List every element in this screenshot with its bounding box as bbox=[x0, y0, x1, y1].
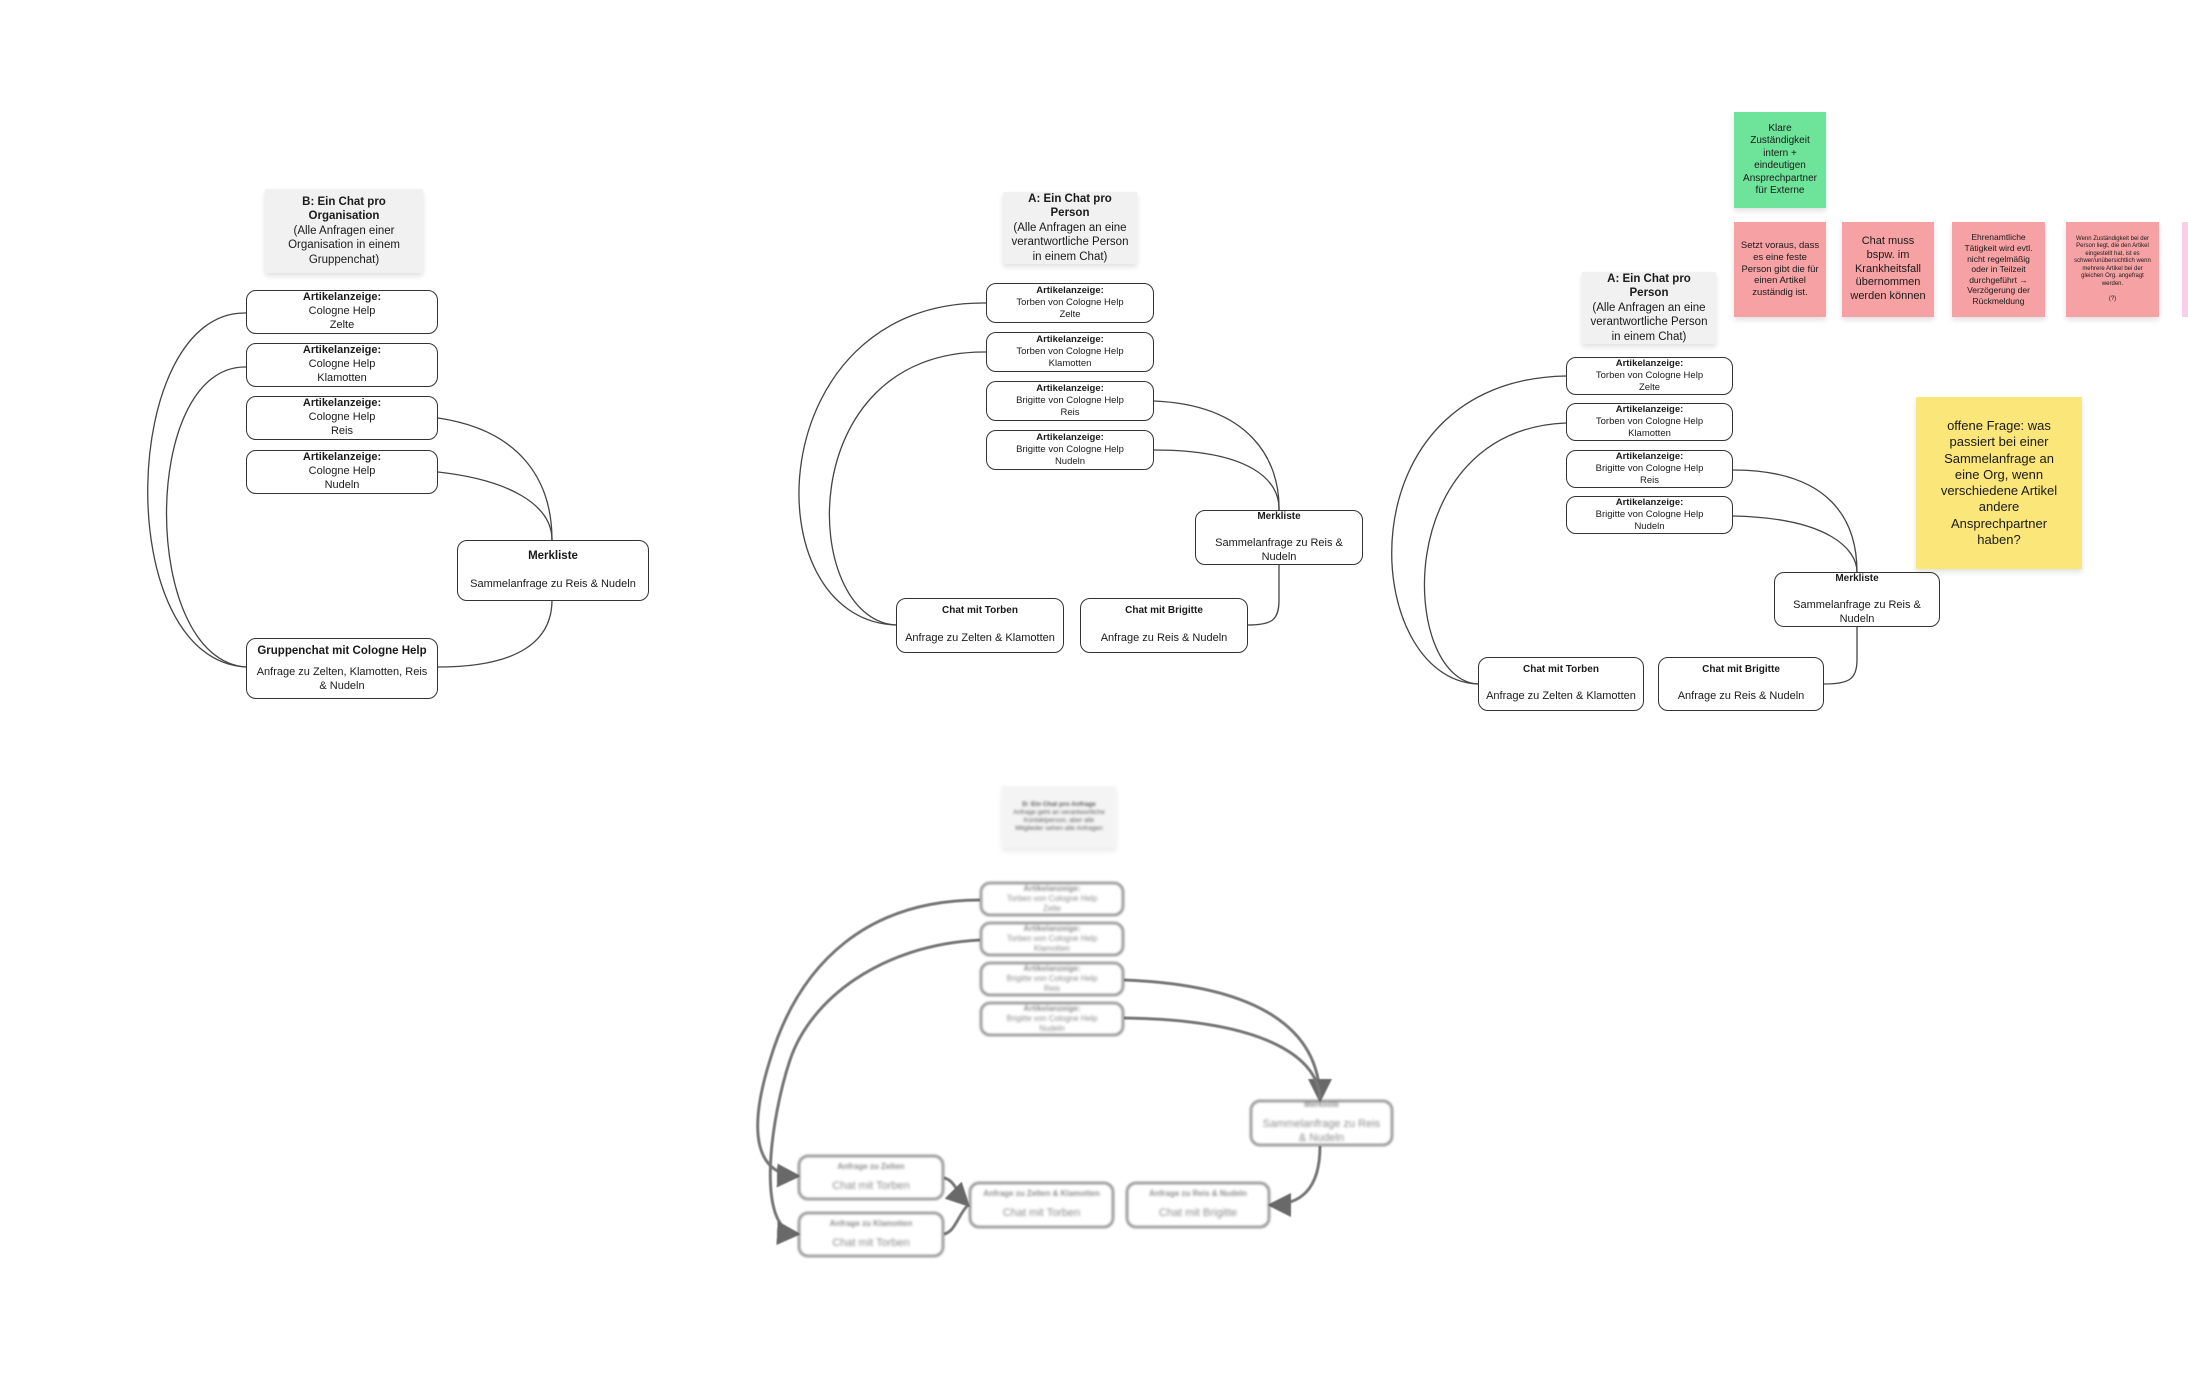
anfrage-reis-nudeln-card-d[interactable]: Anfrage zu Reis & Nudeln Chat mit Brigit… bbox=[1126, 1182, 1270, 1228]
connector bbox=[1153, 449, 1280, 511]
group-chat-card-b[interactable]: Gruppenchat mit Cologne Help Anfrage zu … bbox=[246, 638, 438, 699]
article-card-d-klamotten[interactable]: Artikelanzeige: Torben von Cologne Help … bbox=[980, 922, 1124, 956]
chat-torben-card-a1[interactable]: Chat mit Torben Anfrage zu Zelten & Klam… bbox=[896, 598, 1064, 653]
article-card-a2-reis[interactable]: Artikelanzeige: Brigitte von Cologne Hel… bbox=[1566, 450, 1733, 488]
article-card-d-reis[interactable]: Artikelanzeige: Brigitte von Cologne Hel… bbox=[980, 962, 1124, 996]
article-card-a1-klamotten[interactable]: Artikelanzeige: Torben von Cologne Help … bbox=[986, 332, 1154, 372]
chat-torben-card-a2[interactable]: Chat mit Torben Anfrage zu Zelten & Klam… bbox=[1478, 657, 1644, 711]
connector bbox=[147, 312, 247, 668]
merkliste-card-a1[interactable]: Merkliste Sammelanfrage zu Reis & Nudeln bbox=[1195, 510, 1363, 565]
board-a1-title-note[interactable]: A: Ein Chat pro Person (Alle Anfragen an… bbox=[1003, 192, 1137, 264]
connector bbox=[1267, 1145, 1322, 1217]
connector bbox=[828, 351, 987, 626]
connector bbox=[437, 471, 553, 541]
sticky-note-red-3[interactable]: Ehrenamtliche Tätigkeit wird evtl. nicht… bbox=[1952, 222, 2045, 317]
sticky-note-yellow[interactable]: offene Frage: was passiert bei einer Sam… bbox=[1916, 397, 2082, 569]
chat-brigitte-card-a2[interactable]: Chat mit Brigitte Anfrage zu Reis & Nude… bbox=[1658, 657, 1824, 711]
merkliste-card-a2[interactable]: Merkliste Sammelanfrage zu Reis & Nudeln bbox=[1774, 572, 1940, 627]
board-b-title-note[interactable]: B: Ein Chat pro Organisation (Alle Anfra… bbox=[265, 189, 423, 273]
connector bbox=[1391, 375, 1567, 685]
sticky-note-red-4[interactable]: Wenn Zuständigkeit bei der Person liegt,… bbox=[2066, 222, 2159, 317]
connector bbox=[943, 1203, 970, 1236]
anfrage-zelten-card-d[interactable]: Anfrage zu Zelten Chat mit Torben bbox=[798, 1155, 944, 1200]
board-a2-title-note[interactable]: A: Ein Chat pro Person (Alle Anfragen an… bbox=[1582, 272, 1716, 344]
sticky-note-pink-cropped[interactable] bbox=[2182, 222, 2188, 317]
article-card-a2-klamotten[interactable]: Artikelanzeige: Torben von Cologne Help … bbox=[1566, 403, 1733, 441]
connector bbox=[943, 1176, 971, 1208]
connector bbox=[1423, 422, 1567, 685]
anfrage-klamotten-card-d[interactable]: Anfrage zu Klamotten Chat mit Torben bbox=[798, 1212, 944, 1257]
board-d-title-note[interactable]: D: Ein Chat pro Anfrage Anfrage geht an … bbox=[1002, 786, 1116, 848]
article-card-a1-nudeln[interactable]: Artikelanzeige: Brigitte von Cologne Hel… bbox=[986, 430, 1154, 470]
connector bbox=[166, 366, 247, 668]
board-b-title: B: Ein Chat pro Organisation bbox=[302, 196, 386, 223]
article-card-d-zelte[interactable]: Artikelanzeige: Torben von Cologne Help … bbox=[980, 882, 1124, 916]
connector bbox=[1823, 627, 1858, 685]
connector bbox=[437, 417, 553, 541]
article-card-b-klamotten[interactable]: Artikelanzeige: Cologne Help Klamotten bbox=[246, 343, 438, 387]
sticky-note-green[interactable]: Klare Zuständigkeit intern + eindeutigen… bbox=[1734, 112, 1826, 208]
sticky-note-red-1[interactable]: Setzt voraus, dass es eine feste Person … bbox=[1734, 222, 1826, 317]
connector bbox=[1123, 1016, 1322, 1101]
connector bbox=[1247, 565, 1280, 626]
merkliste-card-d[interactable]: Merkliste Sammelanfrage zu Reis & Nudeln bbox=[1250, 1100, 1393, 1146]
article-card-a1-reis[interactable]: Artikelanzeige: Brigitte von Cologne Hel… bbox=[986, 381, 1154, 421]
connector bbox=[1732, 469, 1858, 573]
article-card-d-nudeln[interactable]: Artikelanzeige: Brigitte von Cologne Hel… bbox=[980, 1002, 1124, 1036]
anfrage-zelten-klamotten-card-d[interactable]: Anfrage zu Zelten & Klamotten Chat mit T… bbox=[969, 1182, 1114, 1228]
connector bbox=[437, 599, 553, 668]
article-card-b-zelte[interactable]: Artikelanzeige: Cologne Help Zelte bbox=[246, 290, 438, 334]
article-card-b-nudeln[interactable]: Artikelanzeige: Cologne Help Nudeln bbox=[246, 450, 438, 494]
connector bbox=[1153, 400, 1280, 511]
article-card-b-reis[interactable]: Artikelanzeige: Cologne Help Reis bbox=[246, 396, 438, 440]
chat-brigitte-card-a1[interactable]: Chat mit Brigitte Anfrage zu Reis & Nude… bbox=[1080, 598, 1248, 653]
sticky-note-red-2[interactable]: Chat muss bspw. im Krankheitsfall überno… bbox=[1842, 222, 1934, 317]
connector bbox=[1732, 515, 1858, 573]
article-card-a1-zelte[interactable]: Artikelanzeige: Torben von Cologne Help … bbox=[986, 283, 1154, 323]
merkliste-card-b[interactable]: Merkliste Sammelanfrage zu Reis & Nudeln bbox=[457, 540, 649, 601]
connector bbox=[756, 898, 981, 1188]
connector bbox=[1123, 978, 1332, 1103]
article-card-a2-nudeln[interactable]: Artikelanzeige: Brigitte von Cologne Hel… bbox=[1566, 496, 1733, 534]
board-b-description: (Alle Anfragen einer Organisation in ein… bbox=[288, 224, 400, 266]
article-card-a2-zelte[interactable]: Artikelanzeige: Torben von Cologne Help … bbox=[1566, 357, 1733, 395]
connector bbox=[798, 302, 987, 626]
